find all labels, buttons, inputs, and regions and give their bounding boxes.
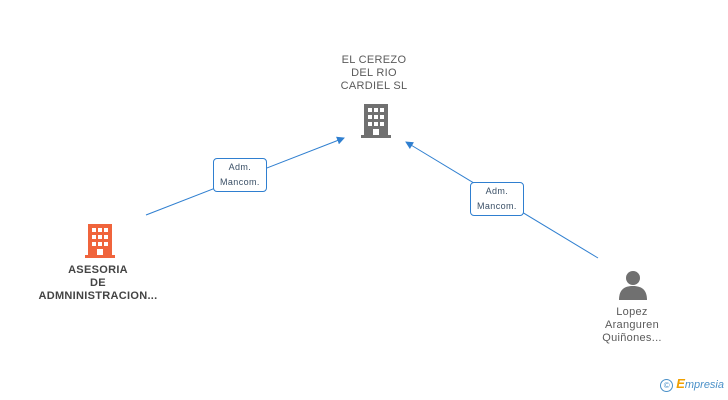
brand-e: E: [676, 376, 685, 392]
left-label-line: DE: [90, 277, 106, 289]
edge-left-label: Adm. Mancom.: [213, 158, 267, 192]
center-company-label[interactable]: EL CEREZO DEL RIO CARDIEL SL: [322, 54, 426, 93]
brand-watermark: ©Empresia: [660, 376, 724, 392]
building-icon[interactable]: [85, 224, 115, 258]
right-label-line: Aranguren: [604, 319, 660, 331]
center-label-line: DEL RIO: [351, 67, 397, 79]
left-label-line: ASESORIA: [68, 264, 128, 276]
edge-right-label: Adm. Mancom.: [470, 182, 524, 216]
edge-label-line: Adm.: [485, 186, 509, 196]
copyright-icon: ©: [660, 379, 674, 392]
right-label-line: Lopez: [616, 306, 648, 318]
building-icon[interactable]: [361, 104, 391, 138]
brand-text: mpresia: [684, 379, 724, 392]
left-company-label[interactable]: ASESORIA DE ADMNINISTRACION...: [28, 264, 168, 303]
person-icon[interactable]: [618, 270, 648, 300]
edge-label-line: Mancom.: [477, 201, 517, 211]
center-label-line: CARDIEL SL: [340, 80, 408, 92]
left-label-line: ADMNINISTRACION...: [38, 290, 158, 302]
right-label-line: Quiñones...: [602, 332, 662, 344]
center-label-line: EL CEREZO: [341, 54, 407, 66]
edge-label-line: Adm.: [228, 162, 252, 172]
right-person-label[interactable]: Lopez Aranguren Quiñones...: [576, 306, 688, 345]
edge-label-line: Mancom.: [220, 177, 260, 187]
